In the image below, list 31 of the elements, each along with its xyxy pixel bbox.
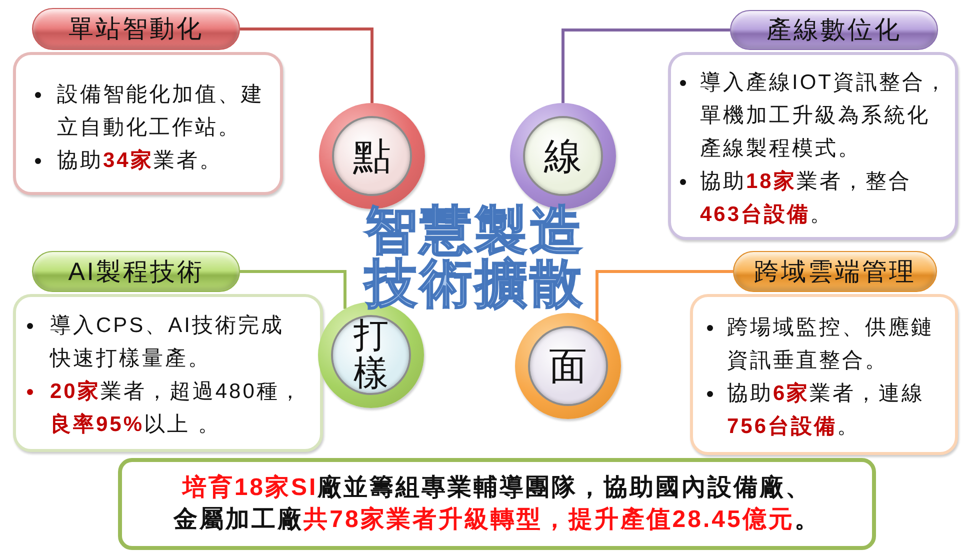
bullet-text: 協助18家業者，整合463台設備。 [700, 168, 912, 228]
bullet-text: 20家業者，超過480種，良率95%以上 。 [50, 378, 304, 438]
info-card [13, 294, 323, 452]
bullet-text: 協助6家業者，連線756台設備。 [727, 380, 926, 440]
bullet-text: 跨場域監控、供應鏈資訊垂直整合。 [727, 315, 935, 374]
bullet-text: 協助34家業者。 [57, 148, 224, 174]
category-pill [730, 10, 938, 50]
circle-label: 線 [544, 134, 582, 180]
bullet-text: 設備智能化加值、建立自動化工作站。 [57, 82, 265, 141]
category-title: AI製程技術 [68, 256, 204, 286]
connector-line [240, 270, 346, 309]
summary-text: 培育18家SI廠並籌組專業輔導團隊，協助國內設備廠、金屬加工廠共78家業者升級轉型，提升產值28.45億元。 [172, 472, 822, 535]
info-card [668, 52, 958, 240]
category-pill [32, 8, 240, 50]
connector-line [562, 28, 730, 103]
circle-label: 點 [353, 134, 391, 180]
connector-line [240, 28, 374, 103]
connector-line [596, 270, 733, 322]
category-pill [32, 251, 240, 292]
bullet-text: 導入CPS、AI技術完成快速打樣量產。 [50, 313, 286, 372]
category-pill [733, 251, 937, 292]
circle-label: 打樣 [354, 316, 388, 394]
category-title: 跨域雲端管理 [754, 256, 916, 286]
circle-label: 面 [549, 344, 587, 390]
info-card [13, 52, 283, 195]
bullet-text: 導入產線IOT資訊整合，單機加工升級為系統化產線製程模式。 [700, 70, 949, 162]
category-title: 單站智動化 [68, 14, 204, 44]
summary-panel [118, 458, 876, 550]
category-title: 產線數位化 [766, 15, 902, 45]
info-card [690, 294, 958, 455]
center-title: 智慧製造技術擴散 [362, 205, 586, 311]
